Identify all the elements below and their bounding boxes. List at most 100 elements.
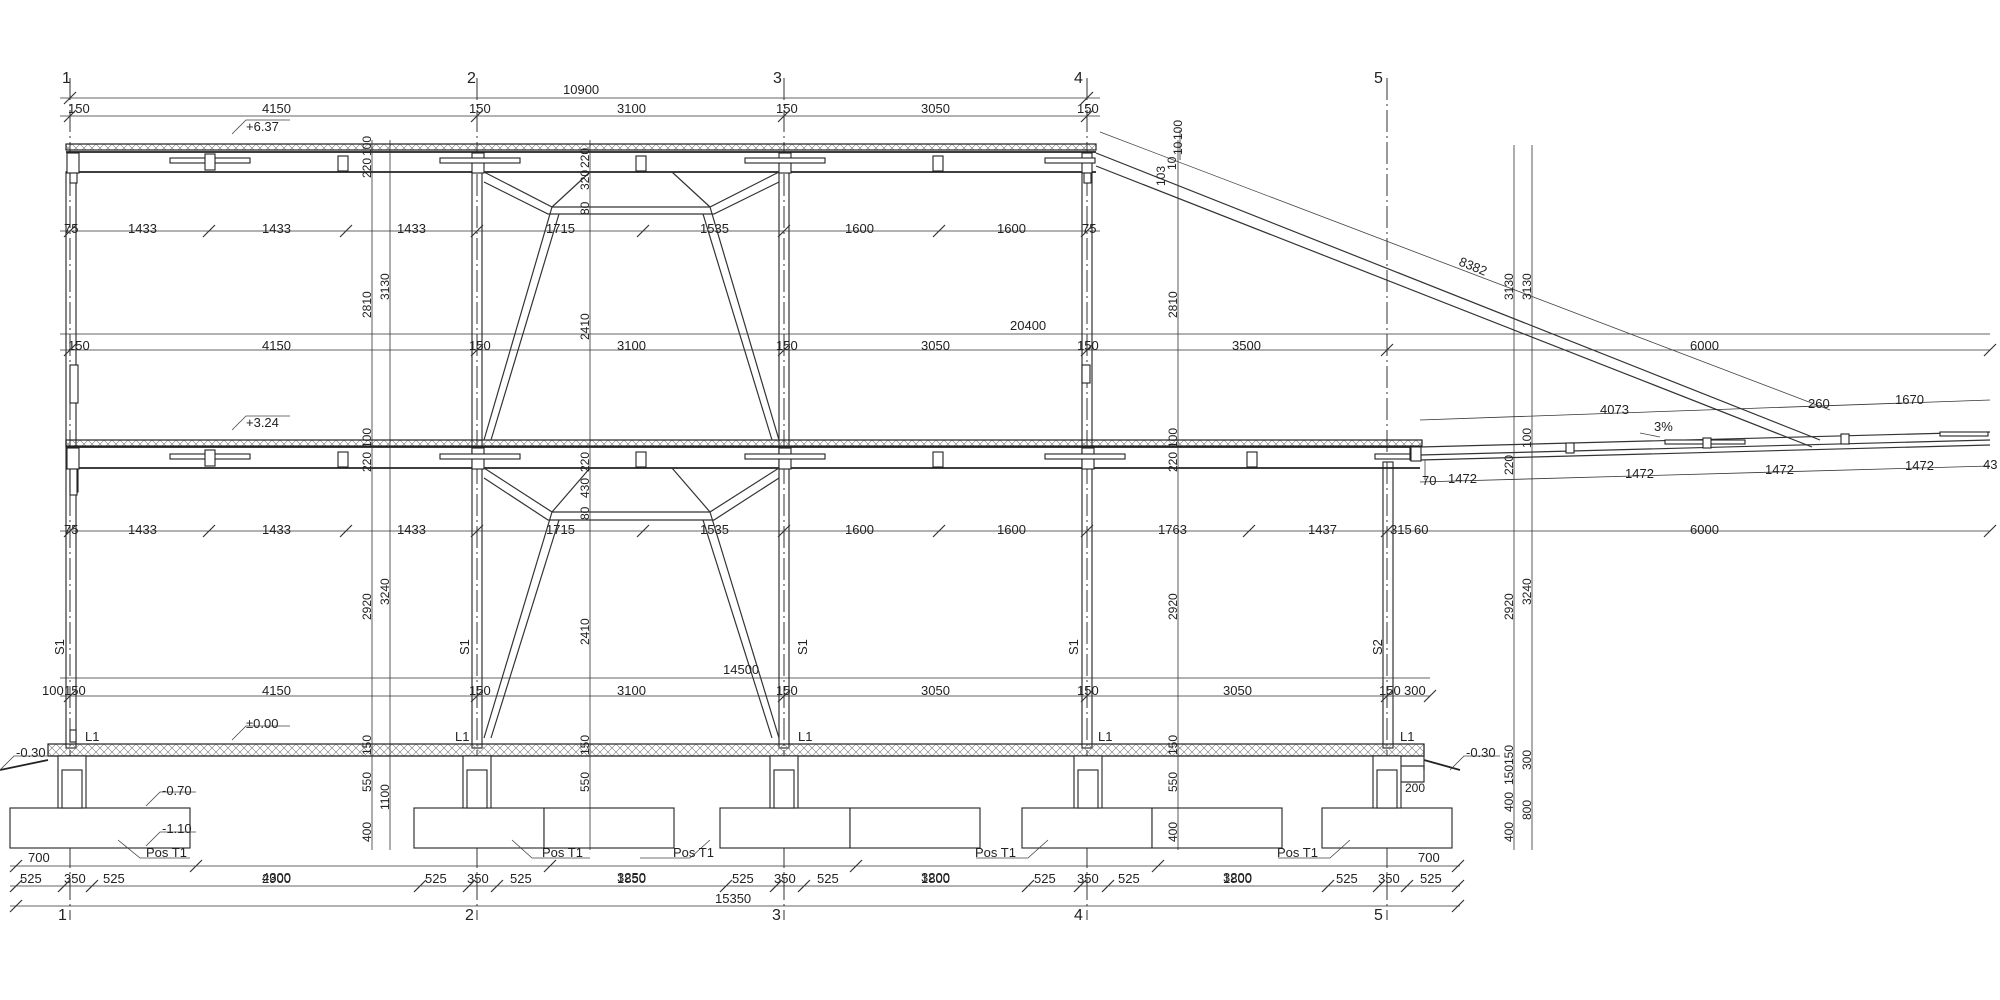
- dim-bottom2-e: 525: [425, 871, 447, 886]
- element-labels: S1 S1 S1 S1 S2 L1 L1 L1 L1 L1 Pos T1 Pos…: [52, 419, 1673, 860]
- vdim-truss-c: 430: [578, 478, 592, 498]
- dim-bottom2-f: 350: [467, 871, 489, 886]
- roof-bracket-4: [1044, 157, 1096, 164]
- pedestal-4-core: [1077, 769, 1099, 809]
- roof-beam-end-left: [66, 152, 80, 174]
- dim-bottom1-e: 3200: [1223, 870, 1252, 885]
- level-ext-left: -0.30: [16, 745, 46, 760]
- vdim-floor-beam-r: 220: [1166, 452, 1180, 472]
- vdim-storey1-total-far: 3240: [1520, 578, 1534, 605]
- lower-brace-right-a: [709, 511, 780, 739]
- footing-1: [9, 807, 191, 849]
- level-marker-roof: [231, 119, 290, 135]
- dim-bottom1-d: 3200: [921, 870, 950, 885]
- level-markers: +6.37 +3.24 ±0.00 -0.30 -0.30 -0.70 -1.1…: [0, 119, 1500, 847]
- dim-roof-joists-c: 1433: [262, 221, 291, 236]
- level-roof: +6.37: [246, 119, 279, 134]
- vdim-found-total: 1100: [378, 784, 392, 810]
- dim-mid-total: 20400: [1010, 318, 1046, 333]
- dim-top-total: 10900: [563, 82, 599, 97]
- upper-brace-right-a: [709, 206, 780, 441]
- dim-canopy-a: 4073: [1600, 402, 1629, 417]
- roof-hanger-left: [69, 172, 78, 184]
- dim-canopy-b: 260: [1808, 396, 1830, 411]
- label-l1-axis5: L1: [1400, 729, 1414, 744]
- vdim-storey1-total: 3240: [378, 578, 392, 605]
- footing-leader-4: [976, 839, 1049, 859]
- anchor-1: [69, 729, 77, 743]
- vdim-slab: 150: [360, 735, 374, 755]
- level-first: +3.24: [246, 415, 279, 430]
- vdim-found-a-r: 550: [1166, 772, 1180, 792]
- vdim-right-c: 300: [1520, 750, 1534, 770]
- canopy-bracket-2: [1939, 431, 1989, 437]
- dim-floor-joists-g: 1600: [845, 522, 874, 537]
- axis-label-3-bottom: 3: [772, 907, 781, 924]
- dim-bottom2-m: 525: [1034, 871, 1056, 886]
- roof-block-2: [337, 155, 349, 172]
- dim-bottom2-d: 2900: [262, 871, 291, 886]
- vdim-roofdiag-a: 103: [1154, 166, 1168, 186]
- dim-floor-joists-d: 1433: [397, 522, 426, 537]
- vdim-storey1-far: 2920: [1502, 593, 1516, 620]
- lower-brace-right-b: [702, 519, 773, 739]
- dim-roof-joists-d: 1433: [397, 221, 426, 236]
- vdim-truss-h-upper: 2410: [578, 313, 592, 340]
- floor-block-3: [635, 451, 647, 468]
- footing-5: [1321, 807, 1453, 849]
- slope-arrow: [1639, 432, 1661, 438]
- dim-bottom2-b: 350: [64, 871, 86, 886]
- vdim-truss-floor-beam: 220: [578, 452, 592, 472]
- dim-floor-joists-j: 1437: [1308, 522, 1337, 537]
- dim-mid-i: 6000: [1690, 338, 1719, 353]
- footing-3b: [849, 807, 981, 849]
- dim-lower-k: 300: [1404, 683, 1426, 698]
- vdim-found-a: 550: [360, 772, 374, 792]
- axis-label-4-top: 4: [1074, 70, 1083, 87]
- dim-bottom1-c: 3250: [617, 870, 646, 885]
- level-found1: -0.70: [162, 783, 192, 798]
- axis-label-2-bottom: 2: [465, 907, 474, 924]
- footing-4b: [1151, 807, 1283, 849]
- dim-bottom2-q: 525: [1336, 871, 1358, 886]
- dim-mid-b: 4150: [262, 338, 291, 353]
- ground-slab: [47, 743, 1425, 757]
- dim-roof-joists-f: 1535: [700, 221, 729, 236]
- footing-3a: [719, 807, 851, 849]
- rafter-top: [1095, 152, 1821, 441]
- vdim-right-a: 150: [1502, 745, 1516, 765]
- lower-strut-right: [671, 467, 711, 513]
- vdim-truss-a-lower: 80: [578, 506, 592, 520]
- dim-bottom2-s: 525: [1420, 871, 1442, 886]
- dim-canopy-e: 1472: [1448, 471, 1477, 486]
- canopy-block-2: [1702, 437, 1712, 449]
- dim-lower-h: 150: [1077, 683, 1099, 698]
- dim-lower-a: 100: [42, 683, 64, 698]
- ext-ground-left: [0, 759, 49, 771]
- vdim-floor-top-r: 100: [1166, 428, 1180, 448]
- dim-bottom1-a: 700: [28, 850, 50, 865]
- vdim-floor-top-far: 100: [1520, 428, 1534, 448]
- floor-bracket-4: [1044, 453, 1126, 460]
- label-slope: 3%: [1654, 419, 1673, 434]
- dim-bottom1-f: 700: [1418, 850, 1440, 865]
- dim-bottom2-o: 525: [1118, 871, 1140, 886]
- dim-top-e: 150: [776, 101, 798, 116]
- roof-slab: [65, 143, 1097, 151]
- canopy-bottom: [1419, 444, 1991, 461]
- rafter-dim-line: [1099, 131, 1831, 411]
- dim-floor-joists-h: 1600: [997, 522, 1026, 537]
- first-floor-structure: [65, 439, 1423, 496]
- dim-lower-d: 150: [469, 683, 491, 698]
- vdim-roofdiag-b: 10: [1165, 156, 1179, 170]
- axis-label-5-bottom: 5: [1374, 907, 1383, 924]
- label-footing-3: Pos T1: [673, 845, 714, 860]
- axis-label-1-bottom: 1: [58, 907, 67, 924]
- roof-bracket-2: [439, 157, 521, 164]
- vdim-storey2-total: 3130: [378, 273, 392, 300]
- vdim-truss-b: 320: [578, 170, 592, 190]
- dim-mid-h: 3500: [1232, 338, 1261, 353]
- level-marker-ext-right: [1449, 755, 1500, 771]
- dim-top-b: 4150: [262, 101, 291, 116]
- upper-brace-left-a: [483, 206, 553, 441]
